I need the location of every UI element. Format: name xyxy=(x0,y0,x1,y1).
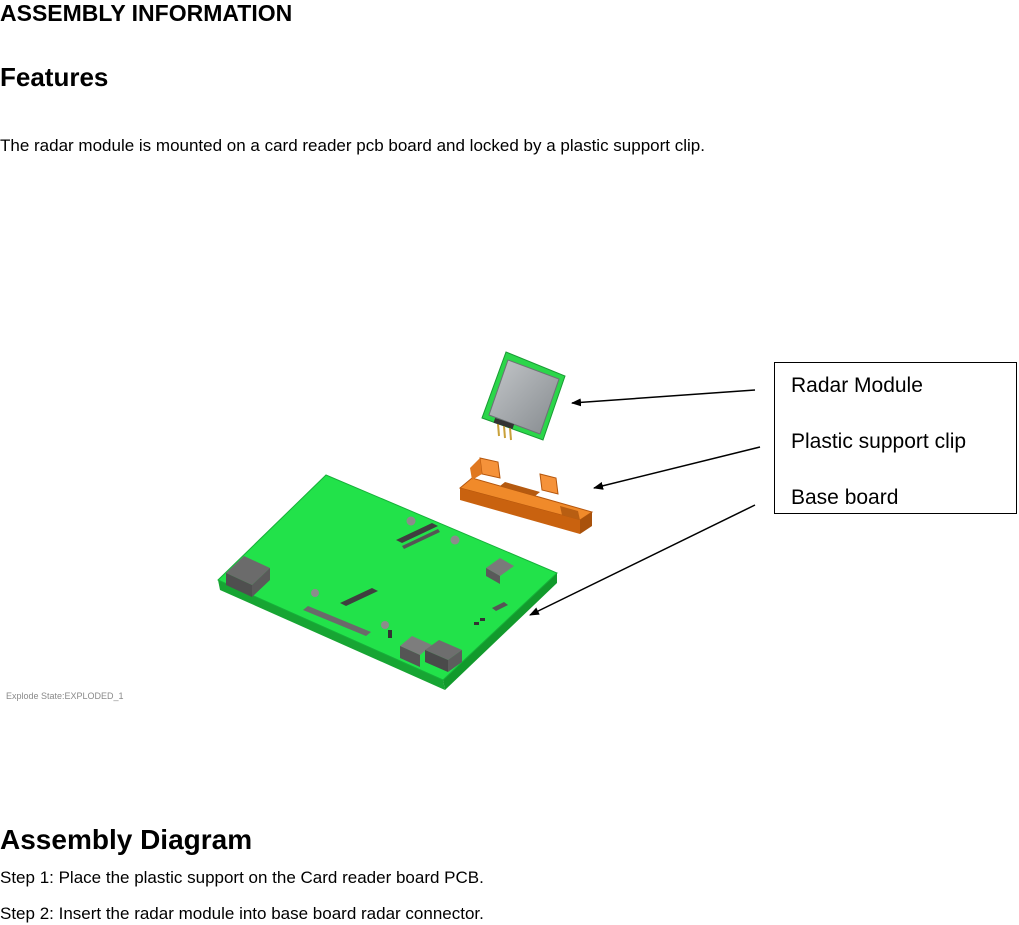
board-pointer-arrow xyxy=(529,504,756,616)
plastic-support-clip xyxy=(458,457,594,534)
legend-radar-module: Radar Module xyxy=(791,374,923,397)
exploded-assembly-figure xyxy=(217,351,761,690)
parts-legend-box: Radar Module Plastic support clip Base b… xyxy=(774,362,1017,514)
features-heading: Features xyxy=(0,62,109,92)
page-title: ASSEMBLY INFORMATION xyxy=(0,0,293,26)
legend-plastic-support-clip: Plastic support clip xyxy=(791,430,967,453)
explode-state-label: Explode State:EXPLODED_1 xyxy=(6,691,124,701)
radar-module xyxy=(481,351,566,441)
assembly-diagram-heading: Assembly Diagram xyxy=(0,824,253,855)
legend-base-board: Base board xyxy=(791,486,899,509)
radar-pointer-arrow xyxy=(571,389,756,407)
step-2-text: Step 2: Insert the radar module into bas… xyxy=(0,904,484,923)
step-1-text: Step 1: Place the plastic support on the… xyxy=(0,868,484,887)
base-board-pcb xyxy=(217,474,558,690)
clip-pointer-arrow xyxy=(593,446,761,490)
intro-paragraph: The radar module is mounted on a card re… xyxy=(0,136,705,155)
